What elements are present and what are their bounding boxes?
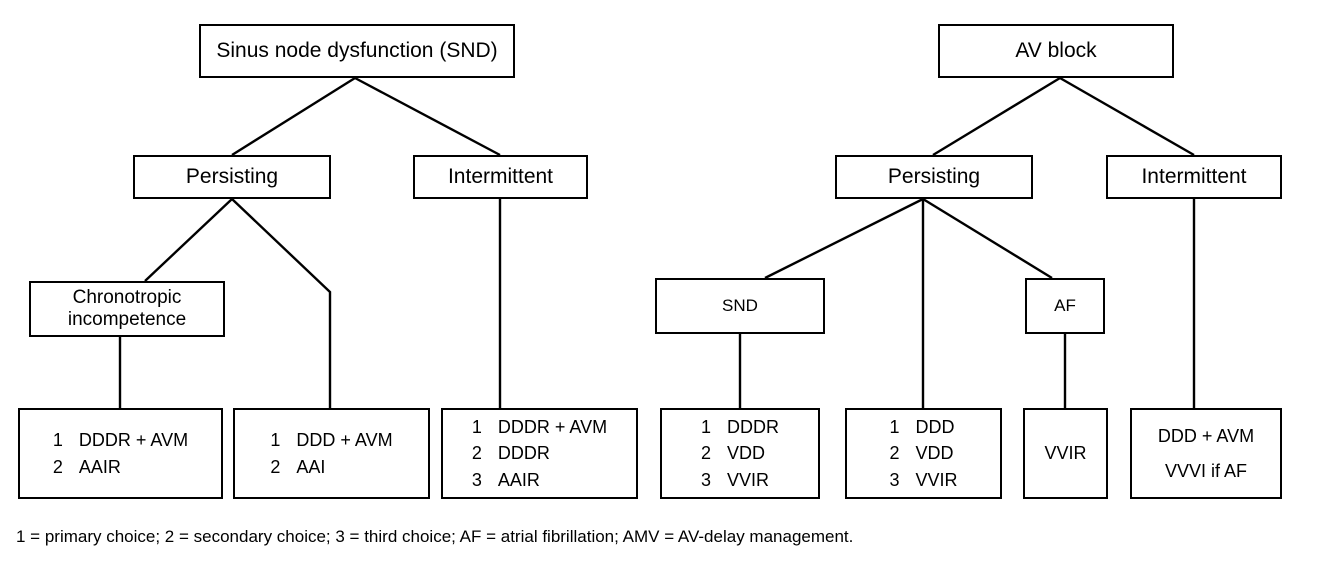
node-label: Persisting [185, 164, 279, 188]
edge-sndpersisting-to-ddd-avm [231, 198, 332, 408]
option-rank: 1 [270, 430, 281, 451]
leaf-avblock-persisting-options[interactable]: 1 DDD 2 VDD 3 VVIR [845, 408, 1002, 499]
leaf-af-vvir[interactable]: VVIR [1023, 408, 1108, 499]
edge-avbpersisting-to-snd [764, 197, 924, 280]
option-rank: 2 [471, 443, 482, 464]
option-list: 1 DDD 2 VDD 3 VVIR [889, 414, 957, 492]
option-text: VVIR [915, 469, 958, 490]
option-list: 1 DDDR + AVM 2 AAIR [53, 427, 188, 479]
list-item: 2 VDD [889, 440, 957, 466]
option-rank: 2 [889, 443, 900, 464]
list-item: 2 AAIR [53, 454, 188, 480]
leaf-snd-persisting-options[interactable]: 1 DDD + AVM 2 AAI [233, 408, 430, 499]
edge-snd-to-persisting [231, 76, 356, 157]
option-list: 1 DDDR 2 VDD 3 VVIR [701, 414, 779, 492]
option-rank: 2 [701, 443, 712, 464]
option-text: VVIR [727, 469, 770, 490]
node-snd-persisting[interactable]: Persisting [133, 155, 331, 199]
option-text: DDDR [497, 443, 550, 464]
option-text: AAI [296, 456, 326, 477]
option-text: DDD [915, 417, 955, 438]
option-rank: 1 [889, 417, 900, 438]
node-avblock-persisting[interactable]: Persisting [835, 155, 1033, 199]
node-chronotropic-incompetence[interactable]: Chronotropic incompetence [29, 281, 225, 337]
list-item: 2 DDDR [472, 440, 607, 466]
option-list: 1 DDD + AVM 2 AAI [270, 427, 392, 479]
edge-avblock-to-intermittent [1059, 76, 1195, 157]
list-item: 2 VDD [701, 440, 779, 466]
node-sinus-node-dysfunction[interactable]: Sinus node dysfunction (SND) [199, 24, 515, 78]
node-av-block[interactable]: AV block [938, 24, 1174, 78]
leaf-snd-intermittent-options[interactable]: 1 DDDR + AVM 2 DDDR 3 AAIR [441, 408, 638, 499]
node-avblock-af[interactable]: AF [1025, 278, 1105, 334]
option-text: AAIR [78, 456, 121, 477]
edge-sndpersisting-to-chronotropic [144, 198, 233, 282]
option-text: VDD [727, 443, 766, 464]
list-item: 1 DDDR + AVM [472, 414, 607, 440]
footnote-legend: 1 = primary choice; 2 = secondary choice… [16, 527, 854, 546]
node-label: VVIR [1044, 442, 1087, 463]
list-item: 3 VVIR [889, 467, 957, 493]
list-item: 1 DDD [889, 414, 957, 440]
list-item: 3 VVIR [701, 467, 779, 493]
option-text: VDD [915, 443, 954, 464]
option-text: DDDR + AVM [78, 430, 189, 451]
edge-snd-to-intermittent [354, 76, 501, 157]
option-text: DDDR [727, 417, 779, 438]
node-label: Intermittent [1141, 164, 1247, 188]
node-label: AF [1054, 295, 1076, 315]
node-label: AV block [1015, 38, 1097, 62]
option-rank: 2 [270, 456, 281, 477]
option-rank: 3 [471, 469, 482, 490]
option-text: AAIR [497, 469, 540, 490]
list-item: 1 DDD + AVM [270, 427, 392, 453]
node-label: Sinus node dysfunction (SND) [216, 38, 498, 62]
node-label: Intermittent [447, 164, 554, 188]
leaf-avblock-snd-options[interactable]: 1 DDDR 2 VDD 3 VVIR [660, 408, 820, 499]
option-rank: 3 [889, 469, 900, 490]
edge-avblock-to-persisting [932, 76, 1061, 157]
node-snd-intermittent[interactable]: Intermittent [413, 155, 588, 199]
option-rank: 1 [701, 417, 712, 438]
option-list: 1 DDDR + AVM 2 DDDR 3 AAIR [472, 414, 607, 492]
node-avblock-intermittent[interactable]: Intermittent [1106, 155, 1282, 199]
edge-avbpersisting-to-af [922, 197, 1053, 280]
list-item: 1 DDDR + AVM [53, 427, 188, 453]
option-rank: 1 [471, 417, 482, 438]
leaf-chronotropic-options[interactable]: 1 DDDR + AVM 2 AAIR [18, 408, 223, 499]
node-avblock-snd[interactable]: SND [655, 278, 825, 334]
option-text: DDD + AVM [296, 430, 393, 451]
leaf-avblock-intermittent-options[interactable]: DDD + AVM VVVI if AF [1130, 408, 1282, 499]
node-label: SND [722, 295, 758, 315]
option-text: DDDR + AVM [497, 417, 608, 438]
list-item: 1 DDDR [701, 414, 779, 440]
node-label: Chronotropic incompetence [67, 286, 187, 330]
list-item: 3 AAIR [472, 467, 607, 493]
option-rank: 1 [52, 430, 63, 451]
option-rank: 2 [52, 456, 63, 477]
option-lines: DDD + AVM VVVI if AF [1157, 426, 1255, 481]
option-rank: 3 [701, 469, 712, 490]
node-label: Persisting [887, 164, 981, 188]
list-item: 2 AAI [270, 454, 392, 480]
